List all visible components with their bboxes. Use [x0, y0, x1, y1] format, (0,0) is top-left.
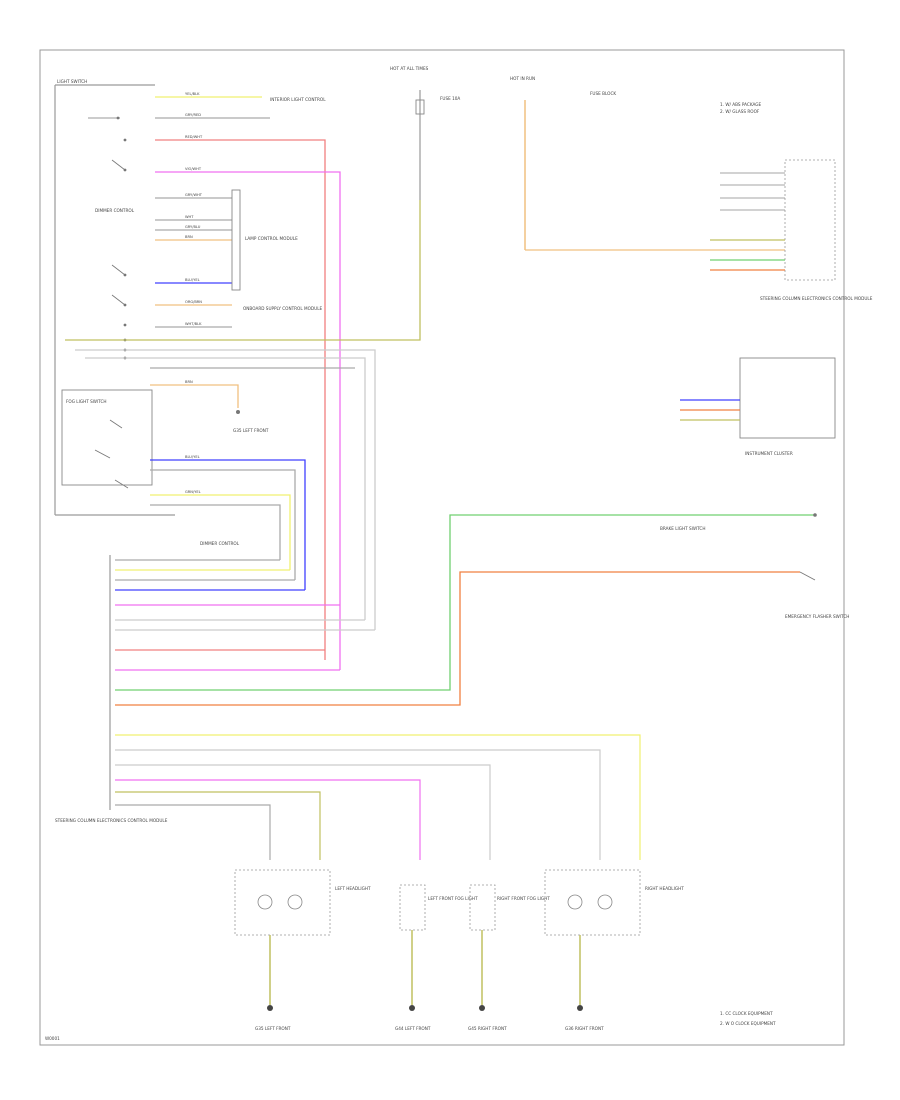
svg-text:ORG/BRN: ORG/BRN — [185, 300, 202, 304]
light-switch-block: LIGHT SWITCH DIMMER CONTROL FOG LIGHT SW… — [54, 79, 175, 516]
note-top-1: 1. W/ ABS PACKAGE — [720, 102, 762, 107]
label-steering-module: STEERING COLUMN ELECTRONICS CONTROL MODU… — [55, 818, 168, 823]
svg-text:WHT/BLK: WHT/BLK — [185, 322, 202, 326]
svg-text:VIO/WHT: VIO/WHT — [185, 167, 202, 171]
note-1: 1. CC CLOCK EQUIPMENT — [720, 1011, 773, 1016]
label-hazard-switch: EMERGENCY FLASHER SWITCH — [785, 614, 849, 619]
wire-labels-top: YEL/BLK GRY/RED RED/WHT VIO/WHT GRY/WHT … — [185, 92, 203, 494]
label-rf-fog: RIGHT FRONT FOG LIGHT — [497, 896, 550, 901]
label-ground-1: G35 LEFT FRONT — [255, 1026, 291, 1031]
svg-text:BLU/YEL: BLU/YEL — [185, 455, 200, 459]
label-ground-4: G36 RIGHT FRONT — [565, 1026, 604, 1031]
svg-text:GRY/RED: GRY/RED — [185, 113, 201, 117]
label-hot-run: HOT IN RUN — [510, 76, 535, 81]
instrument-cluster-mid: INSTRUMENT CLUSTER — [680, 357, 836, 456]
lamp-control-box — [231, 189, 241, 291]
switch-output-wires — [65, 96, 421, 670]
fuse-top-group: HOT AT ALL TIMES FUSE 10A — [390, 66, 460, 200]
right-headlamp: RIGHT HEADLIGHT G36 RIGHT FRONT — [544, 869, 684, 1031]
label-lf-headlamp: LEFT HEADLIGHT — [335, 886, 371, 891]
label-brake-switch: BRAKE LIGHT SWITCH — [660, 526, 705, 531]
label-fuse-top: FUSE 10A — [440, 96, 460, 101]
svg-text:BLU/YEL: BLU/YEL — [185, 278, 200, 282]
right-switch-wires — [115, 514, 815, 706]
label-ground-g35: G35 LEFT FRONT — [233, 428, 269, 433]
label-instrument-cluster: INSTRUMENT CLUSTER — [745, 451, 793, 456]
svg-text:BRN: BRN — [185, 235, 193, 239]
label-onboard-supply: ONBOARD SUPPLY CONTROL MODULE — [243, 306, 323, 311]
label-dimmer: DIMMER CONTROL — [95, 208, 135, 213]
label-ground-2: G44 LEFT FRONT — [395, 1026, 431, 1031]
switch-contacts — [88, 117, 129, 489]
fuse-right-group: HOT IN RUN FUSE BLOCK 1. W/ ABS PACKAGE … — [510, 76, 785, 251]
svg-text:GRN/YEL: GRN/YEL — [185, 490, 201, 494]
svg-text:WHT: WHT — [185, 215, 194, 219]
label-interior-light: INTERIOR LIGHT CONTROL — [270, 97, 326, 102]
fuse-top-element — [415, 99, 425, 115]
fog-switch-box — [61, 389, 153, 486]
module-connector-stack: STEERING COLUMN ELECTRONICS CONTROL MODU… — [55, 541, 641, 860]
left-fog-lamp: LEFT FRONT FOG LIGHT G44 LEFT FRONT — [395, 884, 478, 1031]
label-hot-fuse: HOT AT ALL TIMES — [390, 66, 429, 71]
label-fog-switch: FOG LIGHT SWITCH — [66, 399, 107, 404]
svg-text:BRN: BRN — [185, 380, 193, 384]
label-ground-3: G45 RIGHT FRONT — [468, 1026, 507, 1031]
brn-ground-dot — [236, 410, 240, 414]
note-2: 2. W O CLOCK EQUIPMENT — [720, 1021, 776, 1026]
label-rf-headlamp: RIGHT HEADLIGHT — [645, 886, 684, 891]
left-headlamp: LEFT HEADLIGHT G35 LEFT FRONT — [234, 869, 371, 1031]
svg-text:YEL/BLK: YEL/BLK — [185, 92, 200, 96]
diagram-frame — [39, 49, 845, 1046]
label-dimmer-ctrl: DIMMER CONTROL — [200, 541, 240, 546]
right-fog-lamp: RIGHT FRONT FOG LIGHT G45 RIGHT FRONT — [468, 884, 550, 1031]
footer-code: W0001 — [45, 1036, 60, 1041]
instrument-cluster-top: STEERING COLUMN ELECTRONICS CONTROL MODU… — [710, 159, 873, 301]
label-light-switch: LIGHT SWITCH — [57, 79, 87, 84]
svg-text:RED/WHT: RED/WHT — [185, 135, 203, 139]
note-top-2: 2. W/ GLASS ROOF — [720, 109, 760, 114]
label-lf-fog: LEFT FRONT FOG LIGHT — [428, 896, 478, 901]
svg-text:GRY/WHT: GRY/WHT — [185, 193, 203, 197]
label-fuse-block: FUSE BLOCK — [590, 91, 616, 96]
label-steering-column: STEERING COLUMN ELECTRONICS CONTROL MODU… — [760, 296, 873, 301]
svg-text:GRY/BLU: GRY/BLU — [185, 225, 201, 229]
switch-dots — [116, 116, 127, 360]
label-lamp-ctrl: LAMP CONTROL MODULE — [245, 236, 298, 241]
